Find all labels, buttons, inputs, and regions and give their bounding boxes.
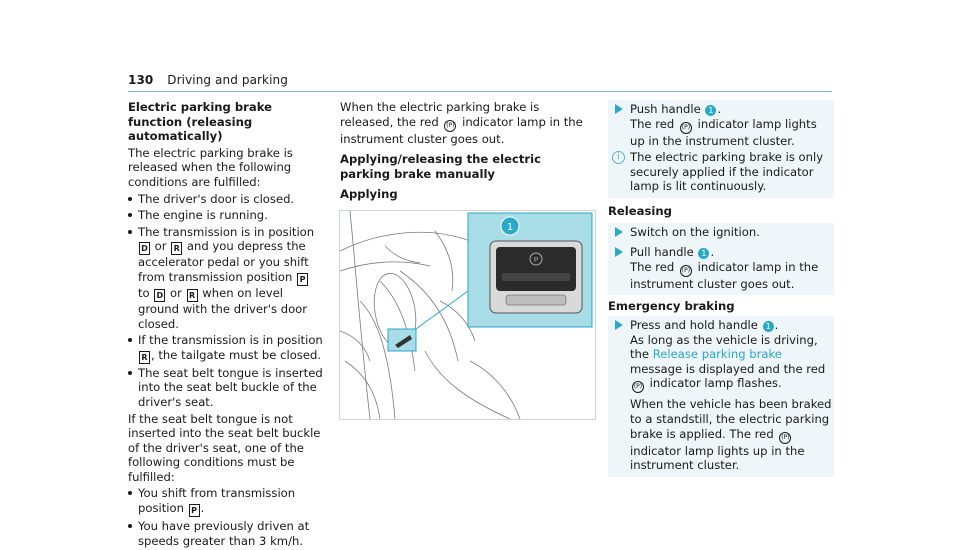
parking-brake-icon: (P) [444,119,457,132]
gear-d-symbol: D [139,242,150,256]
callout-number: 1 [705,105,717,116]
column-left: Electric parking brake function (releasi… [128,100,324,550]
info-icon: i [612,151,625,165]
intro-paragraph: The electric parking brake is released w… [128,145,293,189]
text: You shift from transmission position [138,486,296,516]
text: indicator lamp lights up in the instrume… [630,116,817,148]
text: When the electric parking brake is relea… [340,100,540,129]
heading-auto-release: Electric parking brake function (releasi… [128,100,272,144]
list-item: The driver's door is closed. [128,192,324,207]
gear-r-symbol: R [186,288,198,302]
text: or [151,239,171,254]
car-interior-illustration: 1 P [340,211,593,419]
emergency-paragraph: When the vehicle has been braked to a st… [630,397,834,472]
release-step-1: Switch on the ignition. [608,225,834,240]
parking-brake-icon: (P) [779,431,792,444]
text: When the vehicle has been braked to a st… [630,397,832,441]
text: Pull handle [630,245,698,260]
arrow-icon [615,104,623,114]
parking-brake-icon: (P) [632,381,644,394]
parking-brake-icon: (P) [679,264,692,277]
gear-p-symbol: P [188,504,200,518]
column-right: Push handle 1. The red (P) indicator lam… [608,100,834,477]
emergency-step-block: Press and hold handle 1. As long as the … [608,315,834,477]
header-rule [128,91,832,92]
callout-number: 1 [762,320,774,332]
text: Switch on the ignition. [630,224,760,239]
text: indicator lamp flashes. [646,376,782,391]
list-item: You have previously driven at speeds gre… [128,519,324,548]
list-item: The seat belt tongue is inserted into th… [128,366,324,410]
page-number: 130 [128,73,154,87]
text: Push handle [630,102,705,116]
heading-manual: Applying/releasing the electric parking … [340,152,541,181]
illustration-parking-brake-handle: 1 P [339,210,596,420]
text: The red [630,259,678,274]
text: If the transmission is in position [138,333,323,348]
release-paragraph: When the electric parking brake is relea… [340,100,592,146]
arrow-icon [615,247,623,258]
info-note: i The electric parking brake is only sec… [608,150,834,194]
text: message is displayed and the red [630,361,826,376]
list-item: The engine is running. [128,208,324,223]
release-step-2: Pull handle 1. The red (P) indicator lam… [608,245,834,291]
list-item: If the transmission is in position R, th… [128,333,324,364]
release-step-block: Switch on the ignition. Pull handle 1. T… [608,222,834,296]
list-item: You shift from transmission position P. [128,486,324,518]
gear-r-symbol: R [139,350,150,364]
heading-emergency: Emergency braking [608,299,735,314]
text: . [717,102,722,116]
text: . [710,245,715,260]
gear-d-symbol: D [154,288,166,302]
text: or [166,285,186,300]
callout-number: 1 [507,222,513,233]
column-middle: When the electric parking brake is relea… [340,100,592,204]
callout-number: 1 [698,248,710,260]
apply-step: Push handle 1. The red (P) indicator lam… [608,102,834,148]
text: . [200,501,205,516]
text: indicator lamp in the instrument cluster… [340,114,583,146]
text: and you depress the accelerator pedal or… [138,239,309,284]
handle-p-label: P [534,256,538,264]
emergency-step: Press and hold handle 1. As long as the … [608,318,834,473]
text: The electric parking brake is only secur… [630,150,824,194]
apply-step-block: Push handle 1. The red (P) indicator lam… [608,100,834,198]
text: indicator lamp in the instrument cluster… [630,259,819,291]
text: . [774,317,779,332]
text: The transmission is in position [138,224,315,239]
text: to [138,285,154,300]
arrow-icon [615,319,623,330]
release-parking-brake-message: Release parking brake [652,347,782,362]
text: As long as the vehicle is driving, the [630,332,818,362]
page-header: 130 Driving and parking [128,73,288,87]
heading-applying: Applying [340,187,398,202]
text: The red [630,116,678,131]
arrow-icon [615,226,623,237]
parking-brake-icon: (P) [679,121,692,134]
section-title: Driving and parking [167,73,288,87]
text: when on level ground with the driver's d… [138,285,308,331]
text: indicator lamp lights up in the instrume… [630,443,805,473]
heading-releasing: Releasing [608,203,672,218]
gear-p-symbol: P [297,272,309,286]
list-item: The transmission is in position D or R a… [128,225,324,331]
gear-r-symbol: R [171,242,183,256]
intro-paragraph-2: If the seat belt tongue is not inserted … [128,411,321,484]
text: Press and hold handle [630,317,762,332]
text: , the tailgate must be closed. [151,347,322,362]
